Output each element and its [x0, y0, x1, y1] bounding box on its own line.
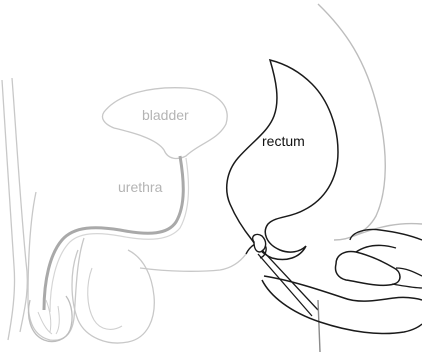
urethra-tube	[44, 156, 183, 310]
bladder-outline	[102, 88, 227, 159]
back-outline	[318, 4, 385, 240]
perineum-outline	[140, 254, 246, 271]
thigh-inner-outline	[2, 80, 15, 340]
urethra-label: urethra	[118, 179, 163, 195]
glans-detail	[38, 300, 59, 334]
rectum-outline	[227, 60, 338, 260]
rectum-label: rectum	[262, 133, 305, 149]
hand-finger-lower	[392, 268, 422, 288]
hand-thumb	[335, 252, 400, 286]
probe-rod	[318, 300, 320, 352]
testis-inner	[88, 268, 122, 329]
bladder-label: bladder	[142, 107, 189, 123]
probe-tip	[253, 234, 266, 252]
